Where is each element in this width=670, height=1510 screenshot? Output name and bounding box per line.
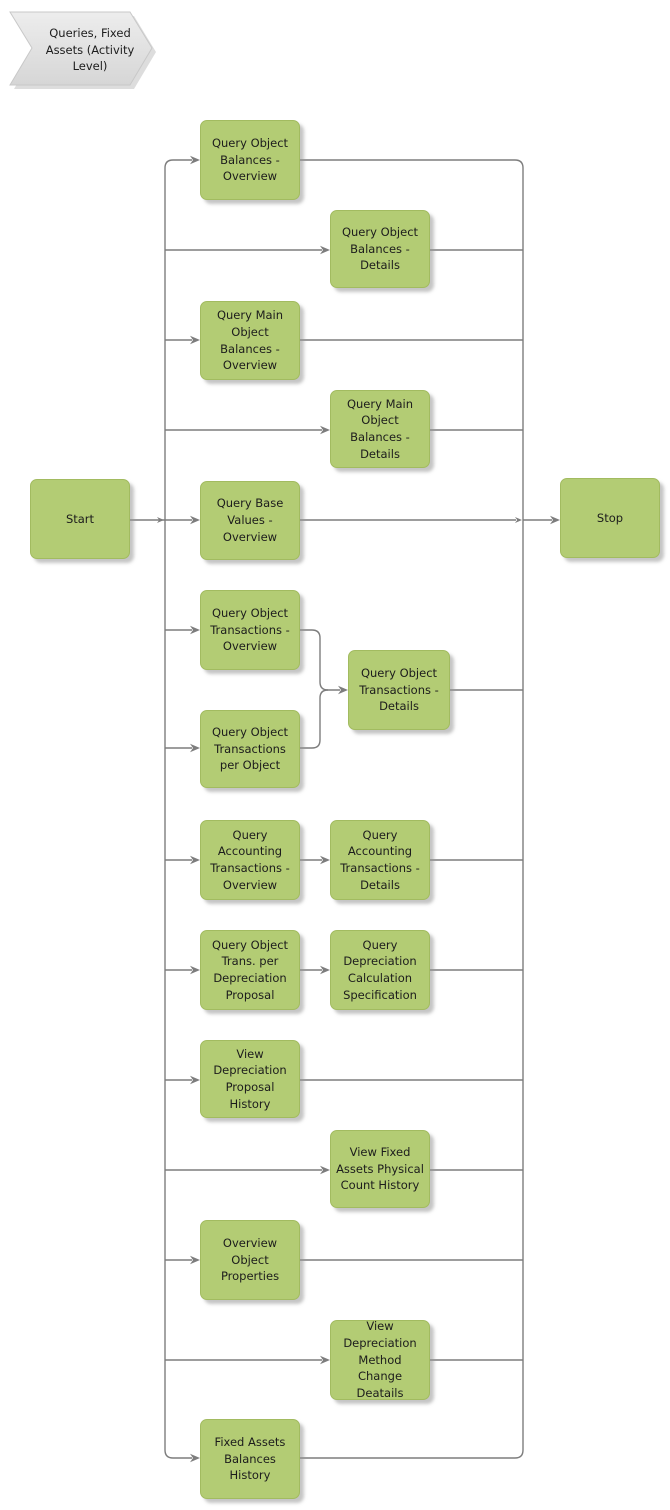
flow-node-view-fixed-assets-physical-count-history[interactable]: View Fixed Assets Physical Count History bbox=[330, 1130, 430, 1208]
flow-node-query-object-balances-details[interactable]: Query Object Balances - Details bbox=[330, 210, 430, 288]
flow-node-query-object-transactions-details[interactable]: Query Object Transactions - Details bbox=[348, 650, 450, 730]
flow-node-query-object-transactions-overview[interactable]: Query Object Transactions - Overview bbox=[200, 590, 300, 670]
flow-node-query-main-object-balances-overview[interactable]: Query Main Object Balances - Overview bbox=[200, 301, 300, 380]
connector-line bbox=[300, 629, 340, 691]
flow-node-query-accounting-transactions-details[interactable]: Query Accounting Transactions - Details bbox=[330, 820, 430, 900]
flow-node-query-base-values-overview[interactable]: Query Base Values - Overview bbox=[200, 481, 300, 560]
flow-node-start[interactable]: Start bbox=[30, 479, 130, 559]
flow-node-query-main-object-balances-details[interactable]: Query Main Object Balances - Details bbox=[330, 390, 430, 468]
connector-line bbox=[164, 159, 192, 1459]
flow-node-query-depreciation-calculation-specification[interactable]: Query Depreciation Calculation Specifica… bbox=[330, 930, 430, 1010]
flow-node-stop[interactable]: Stop bbox=[560, 478, 660, 558]
flow-node-overview-object-properties[interactable]: Overview Object Properties bbox=[200, 1220, 300, 1300]
process-banner-shape bbox=[9, 11, 153, 86]
flow-node-query-object-trans-per-depreciation-proposal[interactable]: Query Object Trans. per Depreciation Pro… bbox=[200, 930, 300, 1010]
arrowhead-icon bbox=[515, 517, 522, 523]
flow-node-fixed-assets-balances-history[interactable]: Fixed Assets Balances History bbox=[200, 1419, 300, 1499]
diagram-title: Queries, Fixed Assets (Activity Level) bbox=[45, 25, 135, 74]
connector-line bbox=[300, 159, 524, 1459]
flow-node-query-object-transactions-per-object[interactable]: Query Object Transactions per Object bbox=[200, 710, 300, 788]
connector-line bbox=[300, 689, 329, 749]
flow-node-view-depreciation-proposal-history[interactable]: View Depreciation Proposal History bbox=[200, 1040, 300, 1118]
flow-node-view-depreciation-method-change-deatails[interactable]: View Depreciation Method Change Deatails bbox=[330, 1319, 430, 1400]
flow-node-query-accounting-transactions-overview[interactable]: Query Accounting Transactions - Overview bbox=[200, 820, 300, 900]
flow-node-query-object-balances-overview[interactable]: Query Object Balances - Overview bbox=[200, 120, 300, 200]
